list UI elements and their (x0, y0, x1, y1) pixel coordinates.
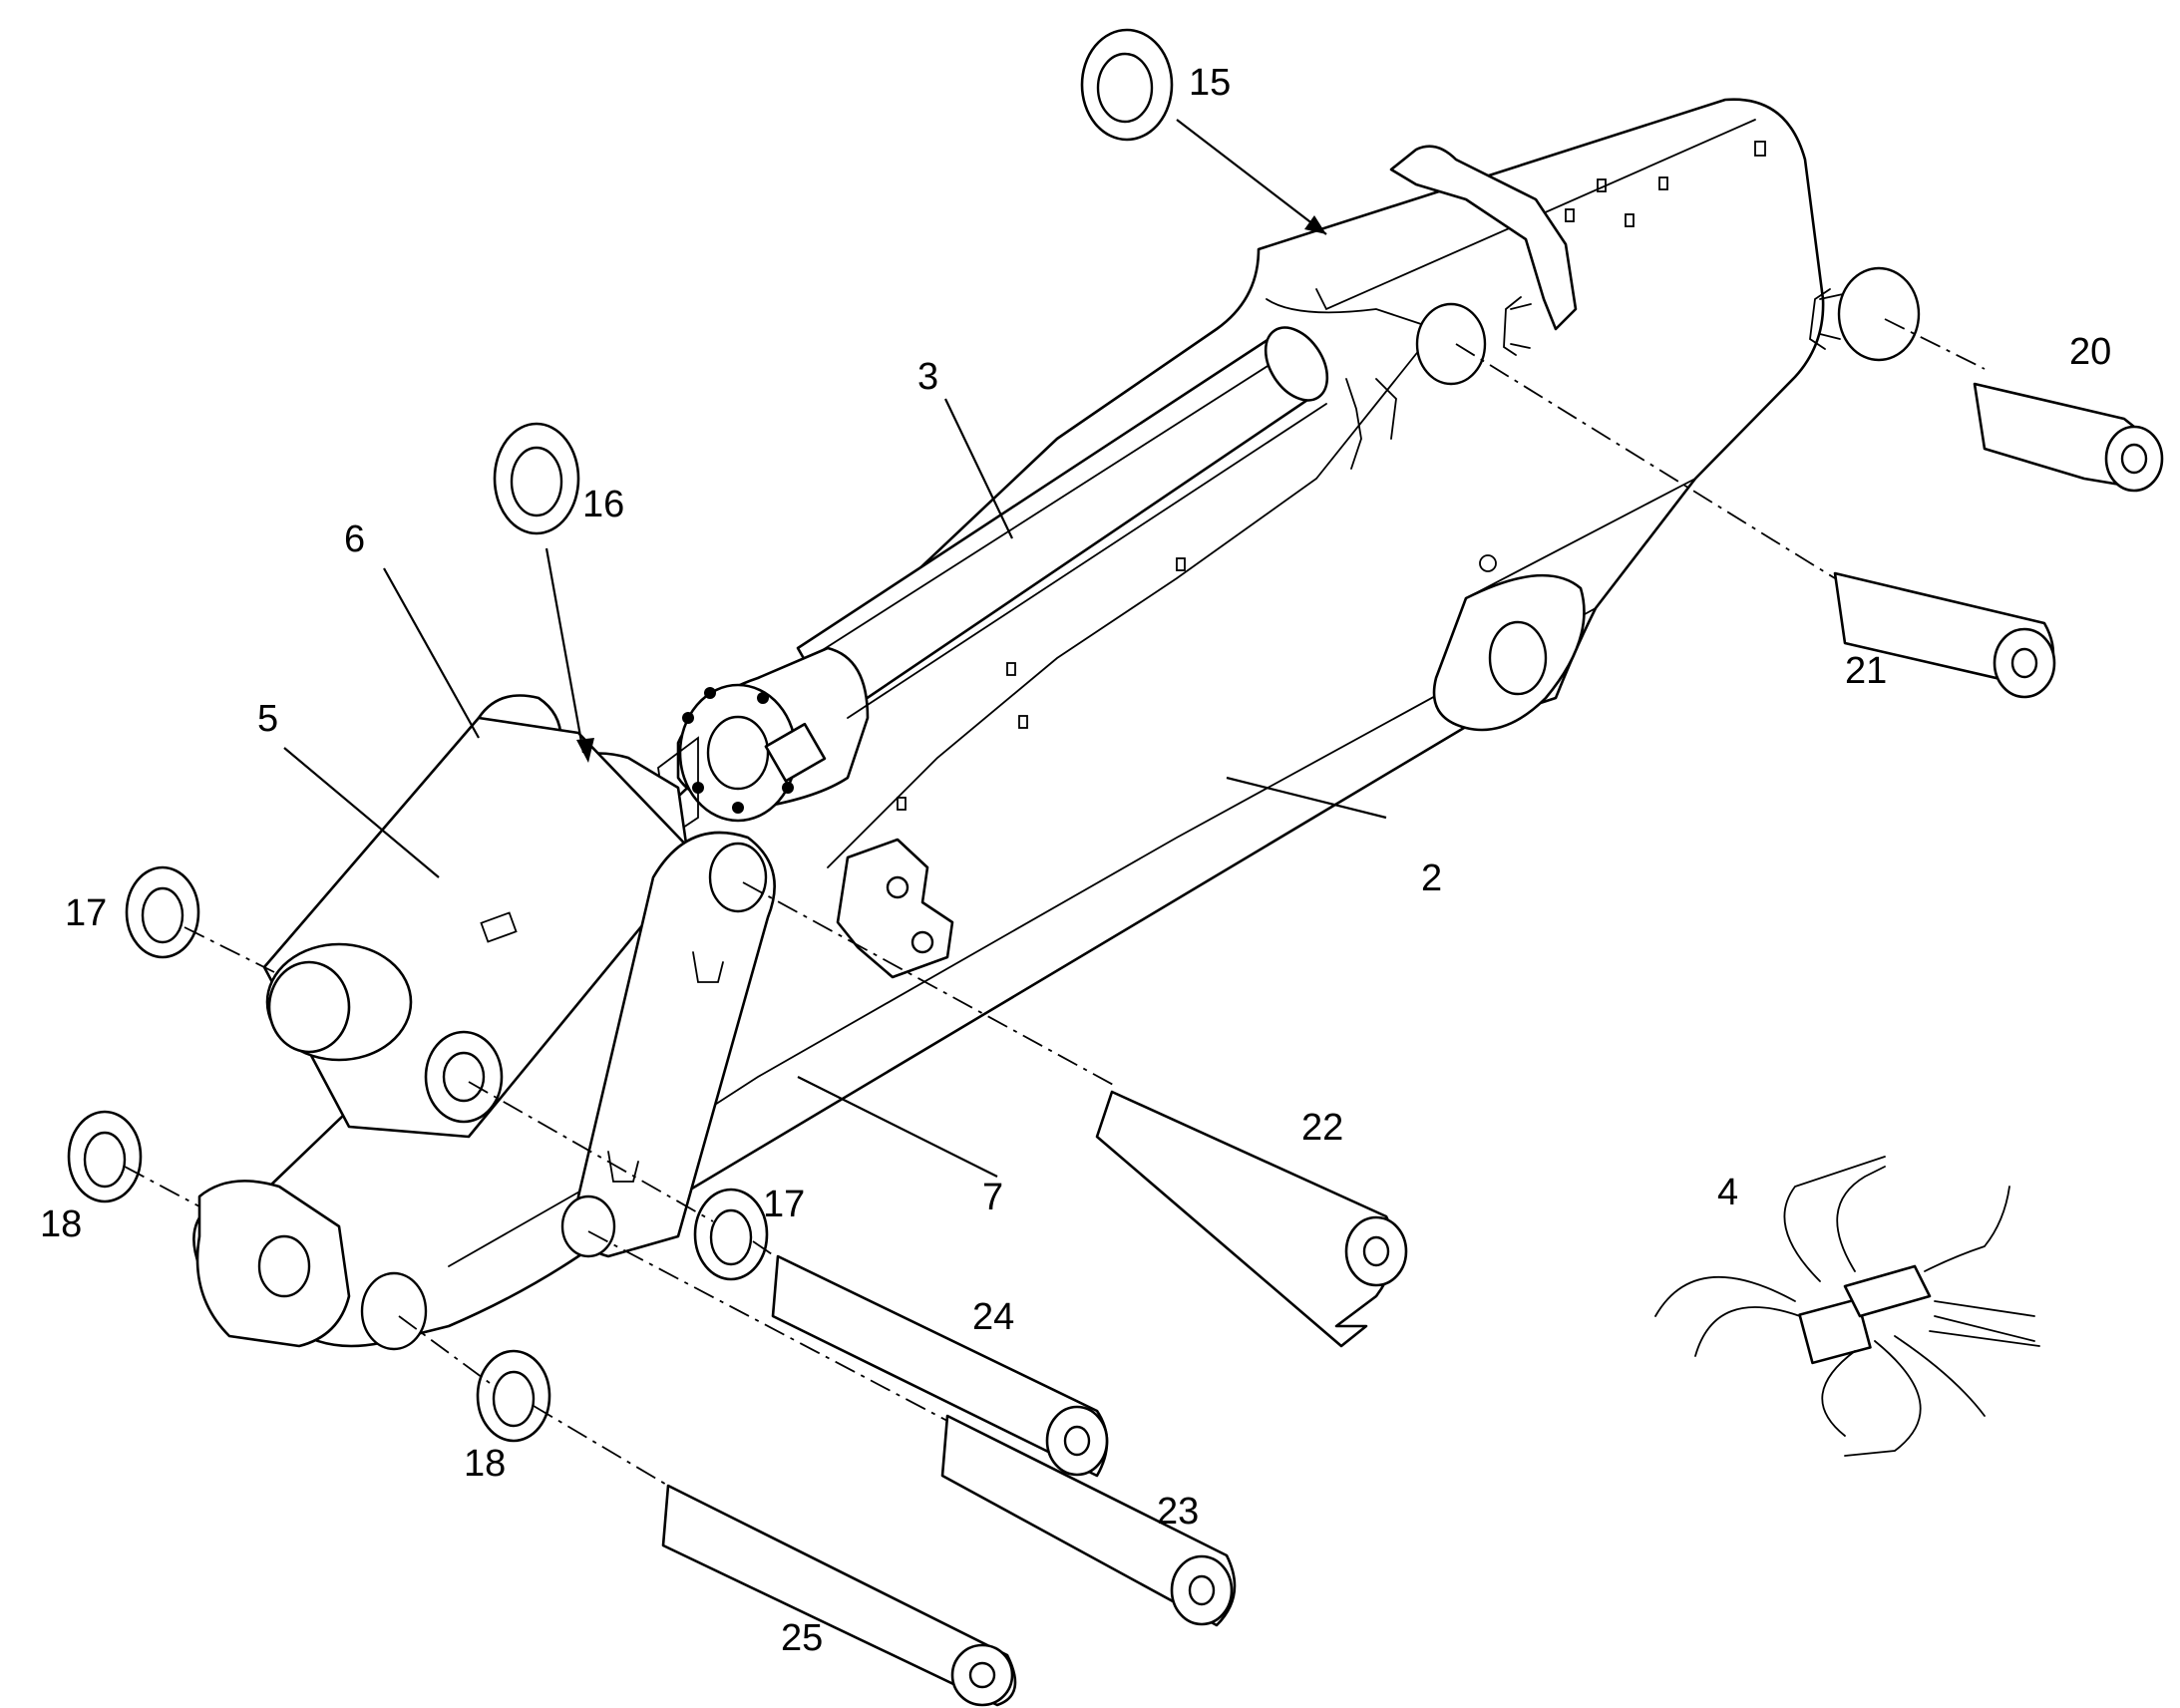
axis-lines (124, 318, 1986, 1487)
callout-3: 3 (917, 356, 938, 398)
linkage-parts (195, 694, 776, 1351)
pin-23 (940, 1414, 1237, 1627)
callout-23: 23 (1157, 1491, 1199, 1533)
callout-18-upper: 18 (40, 1203, 82, 1245)
callout-15: 15 (1189, 62, 1231, 104)
washer-18-lower (476, 1349, 551, 1443)
callout-2: 2 (1421, 857, 1442, 899)
callout-18-lower: 18 (464, 1443, 506, 1485)
washer-15 (1080, 28, 1174, 142)
callout-21: 21 (1845, 650, 1887, 692)
callout-25: 25 (781, 1617, 823, 1659)
callout-22: 22 (1301, 1107, 1343, 1149)
callout-6: 6 (344, 518, 365, 560)
callout-17-lower: 17 (763, 1184, 805, 1225)
hose-assembly (1654, 1156, 2040, 1457)
callout-7: 7 (982, 1177, 1003, 1218)
pin-24 (771, 1254, 1109, 1478)
pin-20 (1973, 382, 2164, 493)
callout-4: 4 (1717, 1172, 1738, 1213)
washer-17-upper (125, 865, 200, 959)
leader-lines (283, 119, 1387, 1178)
callout-5: 5 (257, 698, 278, 740)
washer-17-lower (693, 1188, 769, 1281)
pin-21 (1833, 571, 2056, 699)
callout-24: 24 (972, 1296, 1014, 1338)
pin-22 (1095, 1090, 1408, 1348)
callout-labels: 15 20 3 16 6 5 21 17 2 22 7 4 18 17 24 1… (40, 62, 2111, 1659)
boom-arm (192, 98, 1921, 1348)
callout-17-upper: 17 (65, 892, 107, 934)
washer-16 (493, 422, 580, 535)
pin-25 (661, 1484, 1017, 1707)
callout-16: 16 (582, 484, 624, 525)
washer-18-upper (67, 1110, 143, 1203)
callout-20: 20 (2069, 331, 2111, 373)
